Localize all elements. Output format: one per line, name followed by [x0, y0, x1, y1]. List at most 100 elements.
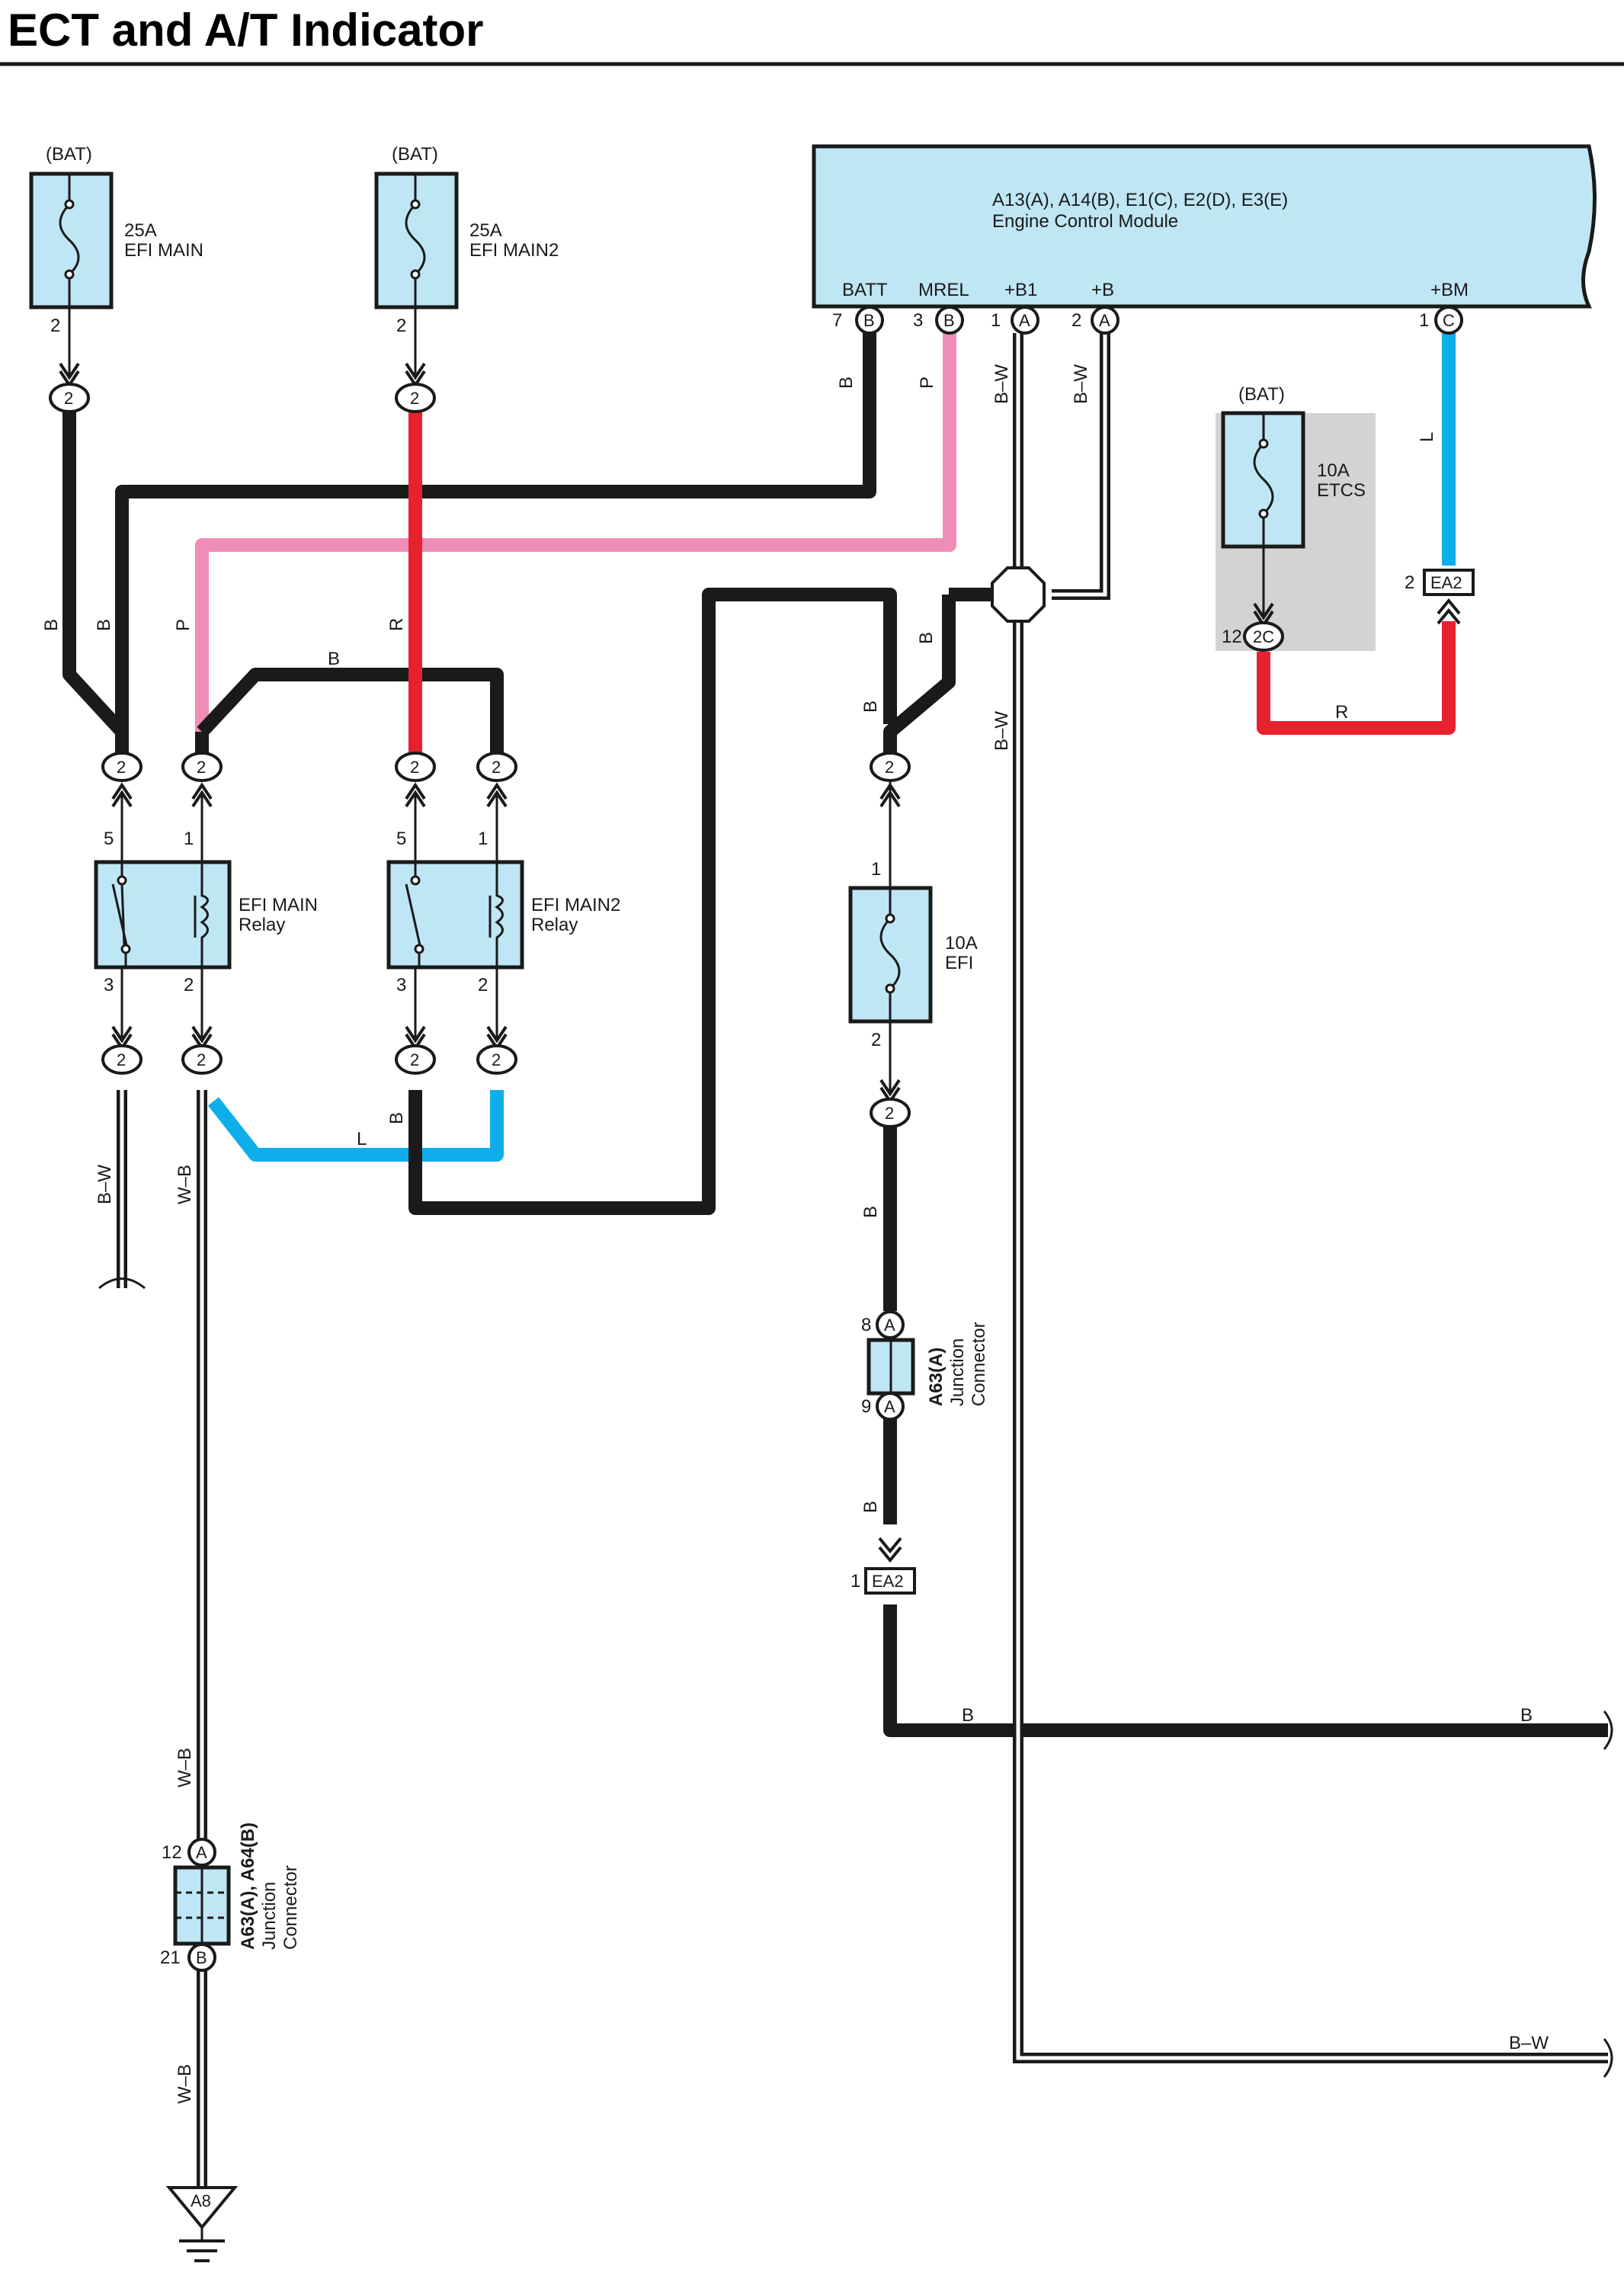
svg-text:(BAT): (BAT): [1238, 384, 1285, 405]
svg-text:B: B: [196, 1948, 207, 1967]
wire-mrel-p: [195, 333, 956, 732]
svg-text:(BAT): (BAT): [392, 144, 438, 165]
svg-text:BATT: BATT: [842, 280, 888, 300]
wire-label-wb: W–B: [175, 1748, 195, 1787]
break-mark: [98, 1277, 146, 1290]
fuse-efi-main: (BAT) 25A EFI MAIN 2 2: [29, 144, 203, 413]
svg-text:3: 3: [104, 975, 114, 995]
svg-text:A: A: [884, 1397, 895, 1416]
svg-text:2: 2: [1405, 572, 1414, 593]
wire-label-b: B: [860, 1501, 881, 1513]
wire-label-bw: B–W: [1071, 364, 1091, 404]
wire-label-bw: B–W: [94, 1165, 115, 1204]
svg-text:21: 21: [160, 1947, 181, 1968]
svg-text:10A: 10A: [1317, 460, 1350, 481]
ecm-terminal-b1: +B1 A 1: [991, 280, 1039, 335]
svg-text:2C: 2C: [1253, 627, 1274, 646]
relay-efi-main2: 2 2 5 1 EFI MAIN2 Relay 3 2 2 2: [386, 752, 620, 1075]
svg-text:(BAT): (BAT): [46, 144, 92, 165]
svg-text:1: 1: [850, 1571, 860, 1592]
svg-text:2: 2: [871, 1030, 881, 1050]
svg-text:2: 2: [885, 1104, 894, 1123]
svg-text:2: 2: [410, 758, 419, 777]
svg-text:12: 12: [162, 1842, 182, 1863]
svg-text:1: 1: [478, 829, 488, 849]
wire-label-r: R: [1335, 702, 1348, 723]
svg-text:Connector: Connector: [969, 1322, 989, 1406]
svg-text:2: 2: [117, 1050, 126, 1069]
wire-label-bw: B–W: [991, 364, 1012, 404]
ecm-codes: A13(A), A14(B), E1(C), E2(D), E3(E): [992, 190, 1288, 210]
svg-text:9: 9: [861, 1396, 871, 1417]
svg-text:3: 3: [913, 310, 923, 331]
svg-text:EFI MAIN: EFI MAIN: [124, 240, 203, 261]
wire-plusb-b: [883, 595, 956, 755]
svg-text:2: 2: [885, 758, 894, 777]
junction-connector-a63: A 8 A 9 A63(A) Junction Connector: [861, 1310, 989, 1421]
wire-splice: [991, 566, 1046, 623]
wire-label-bw: B–W: [991, 711, 1012, 751]
wire-label-l: L: [1417, 432, 1437, 442]
svg-text:MREL: MREL: [918, 280, 969, 300]
svg-text:1: 1: [1419, 310, 1429, 331]
svg-text:2: 2: [492, 758, 501, 777]
wire-label-wb: W–B: [175, 1165, 195, 1204]
svg-text:A: A: [196, 1843, 207, 1862]
svg-text:1: 1: [184, 829, 194, 849]
svg-text:5: 5: [104, 829, 114, 849]
svg-text:2: 2: [117, 758, 126, 777]
svg-text:B: B: [863, 311, 875, 330]
svg-text:25A: 25A: [124, 220, 157, 241]
page-title: ECT and A/T Indicator: [8, 5, 483, 56]
svg-text:1: 1: [871, 859, 881, 880]
fuse-efi-main2: (BAT) 25A EFI MAIN2 2 2: [374, 144, 559, 413]
ecm-box: [812, 144, 1597, 309]
svg-text:A: A: [1019, 311, 1030, 330]
svg-text:A63(A), A64(B): A63(A), A64(B): [238, 1822, 258, 1950]
wire-label-l: L: [357, 1129, 367, 1149]
ecm-terminal-plusb: +B A 2: [1071, 280, 1120, 335]
svg-text:7: 7: [832, 310, 842, 331]
wire-label-bw: B–W: [1509, 2033, 1549, 2053]
svg-text:ETCS: ETCS: [1317, 480, 1366, 501]
svg-text:C: C: [1443, 311, 1455, 330]
svg-text:EA2: EA2: [872, 1572, 904, 1591]
svg-text:EFI MAIN: EFI MAIN: [239, 895, 318, 915]
svg-text:A: A: [1099, 311, 1110, 330]
break-mark: [1603, 2038, 1613, 2078]
svg-text:Junction: Junction: [947, 1338, 968, 1406]
relay-efi-main: 2 2 5 1 EFI MAIN Relay 3 2 2 2: [94, 752, 318, 1075]
wire-b1-bw: [1013, 333, 1608, 2063]
break-mark: [1603, 1710, 1613, 1750]
wire-label-b: B: [328, 649, 340, 669]
svg-text:A: A: [884, 1316, 895, 1335]
svg-text:5: 5: [396, 829, 406, 849]
svg-text:EFI MAIN2: EFI MAIN2: [469, 240, 559, 261]
ecm-name: Engine Control Module: [992, 211, 1178, 232]
svg-text:EA2: EA2: [1430, 573, 1462, 592]
svg-text:25A: 25A: [469, 220, 502, 241]
svg-text:2: 2: [197, 758, 206, 777]
wire-label-b: B: [836, 377, 857, 389]
junction-connector-a63-a64: A 12 B 21 A63(A), A64(B) Junction Connec…: [160, 1822, 301, 1972]
wire-etcs-r: [1257, 621, 1456, 735]
svg-text:B: B: [943, 311, 955, 330]
wire-efi-main-b: [62, 412, 129, 755]
wire-ea2-ground-b: [883, 1604, 1608, 1737]
svg-text:1: 1: [991, 310, 1001, 331]
svg-text:10A: 10A: [945, 933, 978, 954]
svg-text:EFI: EFI: [945, 953, 973, 973]
svg-text:Relay: Relay: [531, 915, 578, 935]
svg-text:Relay: Relay: [239, 915, 285, 935]
wire-relay-l: [207, 1090, 504, 1162]
svg-text:2: 2: [64, 389, 73, 408]
wire-label-p: P: [917, 377, 937, 389]
svg-text:2: 2: [492, 1050, 501, 1069]
wire-relay2-b: [408, 588, 897, 1215]
wire-batt-b: [115, 333, 876, 755]
wire-label-b: B: [1520, 1705, 1533, 1726]
ecm-terminal-mrel: MREL B 3: [913, 280, 969, 335]
wire-plusb-bw: [1052, 333, 1110, 600]
svg-text:EFI MAIN2: EFI MAIN2: [531, 895, 620, 915]
